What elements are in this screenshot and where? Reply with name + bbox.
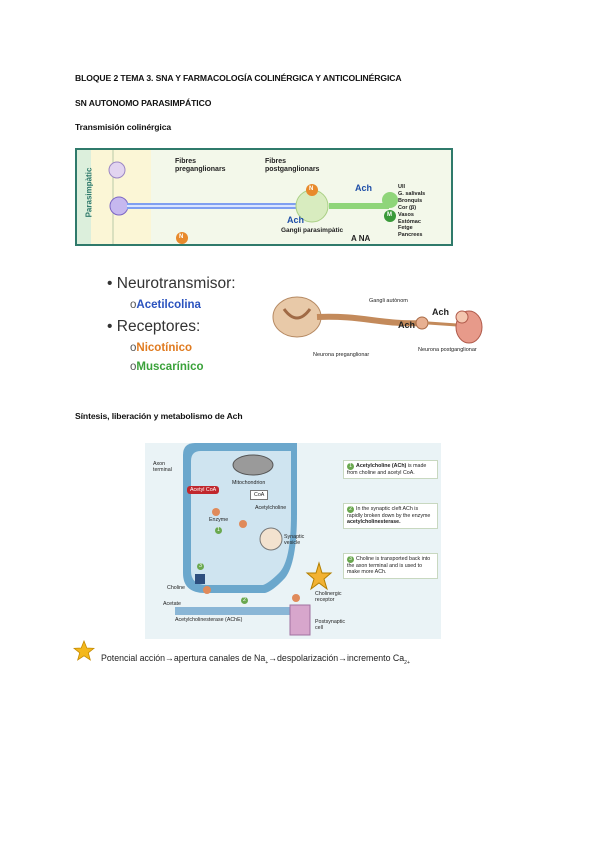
footnote-sub-2: 2+ <box>404 659 410 666</box>
ana-label: A NA <box>351 234 371 243</box>
acetylcholine-item: oAcetilcolina <box>130 299 201 311</box>
mitochondrion-label: Mitochondrion <box>232 480 266 486</box>
section-heading-parasympathetic: SN AUTONOMO PARASIMPÁTICO <box>75 98 212 108</box>
muscarinic-text: Muscarínico <box>136 361 204 373</box>
ach-label-a: Ach <box>398 320 416 330</box>
receptors-bullet: • Receptores: <box>107 318 200 336</box>
synapse-illustration <box>175 443 333 636</box>
postsynaptic-cell-shape <box>289 604 311 636</box>
sub-bullet: o <box>130 299 137 311</box>
acetylcholine-label: Acetylcholine <box>255 505 287 511</box>
neuron-pathway-illustration <box>272 296 483 344</box>
side-band <box>77 150 91 244</box>
nicotinic-receptor-top <box>306 184 318 196</box>
choline-label: Choline <box>167 585 185 591</box>
postsynaptic-cell-label: Postsynaptic cell <box>315 619 346 632</box>
step-badge-3: 3 <box>347 556 354 563</box>
fibres-preganglionars-label: Fibres preganglionars <box>175 158 226 173</box>
postganglionic-fibre <box>329 203 389 209</box>
mitochondrion-shape <box>232 454 274 476</box>
document-title: BLOQUE 2 TEMA 3. SNA Y FARMACOLOGÍA COLI… <box>75 73 402 83</box>
acetyl-coa-label: Acetyl CoA <box>187 486 220 495</box>
preganglionic-axon <box>316 313 423 327</box>
step-1-text: is made from choline and acetyl CoA. <box>347 463 427 476</box>
sub-bullet: o <box>130 361 137 373</box>
muscarinic-item: oMuscarínico <box>130 361 204 373</box>
footnote-text: Potencial acción→apertura canales de Na+… <box>101 653 410 666</box>
organ-item: Vasos <box>398 211 414 218</box>
neurotransmitter-bullet: • Neurotransmisor: <box>107 275 236 293</box>
ganglion-label: Gangli parasimpàtic <box>281 227 344 234</box>
organ-item: G. salivals <box>398 190 426 197</box>
organ-item: Fetge <box>398 225 413 232</box>
choline-transporter <box>195 574 205 584</box>
ach-synthesis-figure: Axon terminal Mitochondrion Acetyl CoA C… <box>145 443 441 639</box>
step-3-text: Choline is transported back into the axo… <box>347 556 431 576</box>
synaptic-membrane-bar <box>175 607 305 615</box>
parasympathetic-side-label: Parasimpàtic <box>84 167 94 218</box>
ache-label: Acetylcholinesterase (AChE) <box>175 617 243 623</box>
star-marker <box>305 561 333 591</box>
section-heading-synthesis: Síntesis, liberación y metabolismo de Ac… <box>75 411 243 421</box>
organ-item: Estómac <box>398 218 421 225</box>
step-badge-2: 2 <box>347 506 354 513</box>
preganglionic-neuron-label: Neurona preganglionar <box>313 352 370 358</box>
postganglionic-terminal <box>382 192 398 208</box>
organ-item: Ull <box>398 184 406 190</box>
step-marker-1: 1 <box>215 527 222 534</box>
axon-terminal-label: Axon terminal <box>153 461 172 474</box>
n-receptor-label-top: N <box>309 186 314 192</box>
nicotinic-receptor-bottom <box>176 232 188 244</box>
ach-label-right: Ach <box>355 183 373 193</box>
footnote-part-2: →despolarización→incremento Ca <box>268 653 405 663</box>
pathway-illustration <box>77 150 398 244</box>
footnote-part-1: Potencial acción→apertura canales de Na <box>101 653 266 663</box>
parasympathetic-pathway-figure: Parasimpàtic Fibres preganglionars Fibre… <box>75 148 453 246</box>
coa-label: CoA <box>250 490 269 501</box>
step-2-text: In the synaptic cleft ACh is rapidly bro… <box>347 506 431 519</box>
organ-item: Bronquis <box>398 197 423 204</box>
enzyme-label: Enzyme <box>209 517 229 523</box>
neurotransmitter-label: Neurotransmisor: <box>116 275 236 292</box>
cns-neuron-top <box>108 161 126 179</box>
star-icon <box>73 640 95 661</box>
footnote-sub-1: + <box>265 659 269 666</box>
section-heading-cholinergic-transmission: Transmisión colinérgica <box>75 122 172 132</box>
step-2-bold: acetylcholinesterase. <box>347 519 401 526</box>
fibres-postganglionars-label: Fibres postganglionars <box>265 158 320 173</box>
step-marker-3: 3 <box>197 563 204 570</box>
nicotinic-text: Nicotínico <box>136 342 192 354</box>
m-receptor-label: M <box>387 212 392 218</box>
step-1-bold: Acetylcholine (ACh) <box>356 463 407 469</box>
postganglionic-axon <box>427 321 458 327</box>
organ-item: Pancrees <box>398 232 423 239</box>
muscarinic-receptor <box>384 210 396 222</box>
synaptic-vesicle-shape <box>259 527 283 551</box>
bullet-dot: • <box>107 275 113 292</box>
organ-item: Cor (β) <box>398 204 417 211</box>
sub-bullet: o <box>130 342 137 354</box>
synaptic-vesicle-label: Synaptic vesicle <box>284 534 305 547</box>
acetate-label: Acetate <box>163 601 181 607</box>
cholinergic-receptor-label: Cholinergic receptor <box>315 591 342 604</box>
step-badge-1: 1 <box>347 463 354 470</box>
receptors-label: Receptores: <box>116 318 201 335</box>
ach-label-b: Ach <box>432 307 450 317</box>
ach-label-left: Ach <box>287 215 305 225</box>
target-organs-list: Ull G. salivals Bronquis Cor (β) Vasos E… <box>398 184 425 239</box>
autonomic-ganglion-label: Gangli autònom <box>369 298 408 304</box>
autonomic-ganglion <box>415 316 429 330</box>
n-receptor-label-bottom: N <box>179 234 184 240</box>
postganglionic-neuron-label: Neurona postganglionar <box>418 347 477 353</box>
cns-neuron-body <box>109 196 129 216</box>
step-marker-2: 2 <box>241 597 248 604</box>
acetylcholine-text: Acetilcolina <box>136 299 201 311</box>
bullet-dot: • <box>107 318 113 335</box>
nicotinic-item: oNicotínico <box>130 342 192 354</box>
